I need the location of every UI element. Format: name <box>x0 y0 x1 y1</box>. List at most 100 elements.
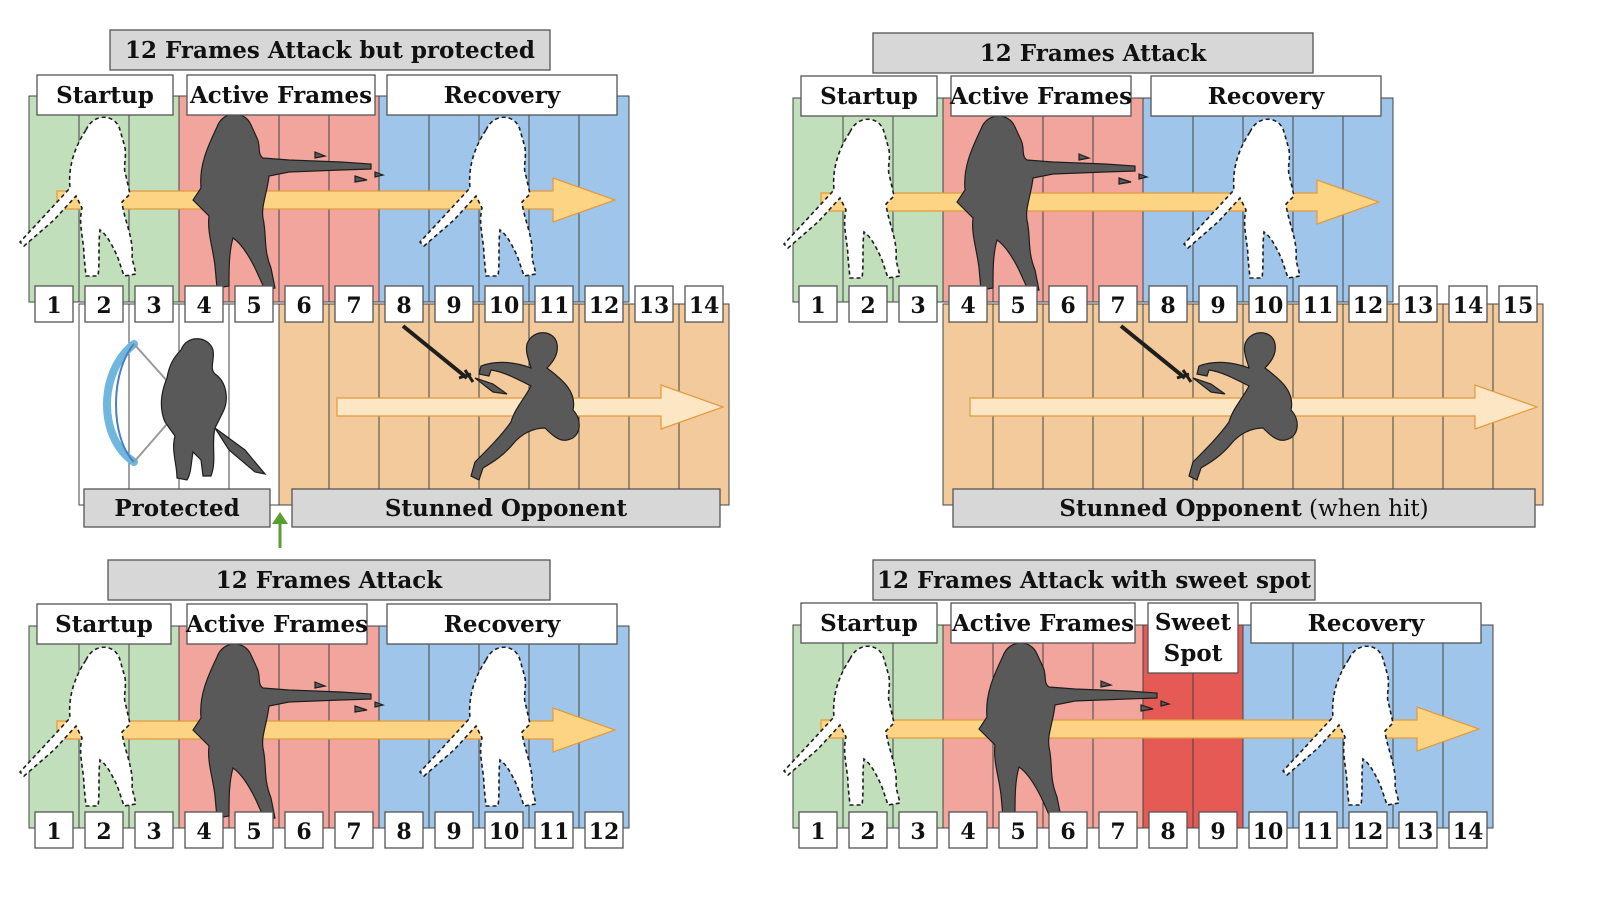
frame-number-box <box>84 811 124 849</box>
frame-number: 11 <box>1303 293 1334 319</box>
phase-label-startup: Startup <box>56 82 154 109</box>
frame-number: 7 <box>1110 293 1125 319</box>
phase-label-box-startup <box>800 602 938 644</box>
frame-number: 4 <box>196 819 211 845</box>
phase-label-box-startup <box>36 603 172 645</box>
frame-number-box <box>1448 285 1488 323</box>
frame-number-box <box>1098 285 1138 323</box>
frame-number-box <box>284 811 324 849</box>
phase-label-box-sweet <box>1147 602 1239 674</box>
panel-title-box <box>872 559 1316 601</box>
frame-number-box <box>998 285 1038 323</box>
frame-number-box <box>84 285 124 323</box>
attack-arrow-icon <box>56 707 617 753</box>
frame-number-box <box>1448 811 1488 849</box>
frame-number-box <box>534 285 574 323</box>
frame-number-box <box>184 811 224 849</box>
phase-label-active: Active Frames <box>189 82 372 109</box>
phase-label-startup: Startup <box>820 610 918 637</box>
attack-arrow-icon <box>56 177 617 223</box>
frame-number-box <box>798 285 838 323</box>
frame-number-box <box>1048 285 1088 323</box>
frame-number: 5 <box>1010 293 1025 319</box>
phase-label-box-startup <box>800 75 938 117</box>
frame-number: 14 <box>689 293 720 319</box>
panel-title: 12 Frames Attack <box>980 40 1207 67</box>
frame-number-box <box>1398 285 1438 323</box>
frame-number: 10 <box>1253 819 1284 845</box>
phase-label-active: Active Frames <box>949 83 1132 110</box>
phase-label-box-recovery <box>1250 602 1482 644</box>
frame-number: 12 <box>589 819 620 845</box>
phase-label-box-startup <box>36 74 174 116</box>
frame-number-box <box>848 285 888 323</box>
frame-number-box <box>848 811 888 849</box>
frame-number-box <box>1098 811 1138 849</box>
frame-number-box <box>798 811 838 849</box>
frame-number-box <box>484 811 524 849</box>
frame-number: 5 <box>1010 819 1025 845</box>
stunned-label-note: (when hit) <box>1302 496 1429 522</box>
stunned-label-main: Stunned Opponent <box>1059 495 1302 522</box>
frame-number: 6 <box>1060 819 1075 845</box>
frame-number-box <box>184 285 224 323</box>
frame-number-box <box>898 285 938 323</box>
frame-number: 2 <box>96 819 111 845</box>
panel-top-right: Stunned Opponent (when hit) 12 Frames Att… <box>783 32 1544 528</box>
frame-number: 15 <box>1503 293 1534 319</box>
frame-number: 3 <box>146 819 161 845</box>
frame-number: 8 <box>396 819 411 845</box>
protected-column <box>228 303 280 506</box>
frame-number: 10 <box>1253 293 1284 319</box>
frame-number: 1 <box>46 819 61 845</box>
frame-number: 2 <box>96 293 111 319</box>
panel-title-box <box>109 29 551 71</box>
frame-number: 8 <box>1160 293 1175 319</box>
sweet-label-line: Spot <box>1164 640 1223 667</box>
frame-number: 2 <box>860 819 875 845</box>
frame-number: 7 <box>346 293 361 319</box>
frame-number-box <box>1248 285 1288 323</box>
frame-number: 3 <box>910 293 925 319</box>
frame-number-box <box>1298 285 1338 323</box>
frame-number-box <box>1198 285 1238 323</box>
frame-number: 6 <box>296 819 311 845</box>
phase-label-recovery: Recovery <box>1308 610 1425 637</box>
frame-number-box <box>34 285 74 323</box>
frame-number-box <box>434 285 474 323</box>
frame-number-box <box>1348 285 1388 323</box>
frame-number-box <box>134 811 174 849</box>
frame-number: 4 <box>196 293 211 319</box>
frame-number: 6 <box>296 293 311 319</box>
frame-number-box <box>948 285 988 323</box>
frame-number: 7 <box>346 819 361 845</box>
frame-number: 8 <box>396 293 411 319</box>
shield-icon <box>103 340 138 466</box>
stunned-label: Stunned Opponent <box>385 495 628 522</box>
frame-number-box <box>134 285 174 323</box>
sweet-label-line: Sweet <box>1155 609 1232 636</box>
frame-number-box <box>234 811 274 849</box>
phase-label-recovery: Recovery <box>444 82 561 109</box>
frame-number-box <box>584 285 624 323</box>
frame-number: 10 <box>489 819 520 845</box>
phase-label-box-recovery <box>386 74 618 116</box>
frame-number-box <box>634 285 674 323</box>
panel-title: 12 Frames Attack <box>216 567 443 594</box>
frame-number: 1 <box>46 293 61 319</box>
phase-label-box-active <box>186 603 368 645</box>
phase-label-active: Active Frames <box>185 611 368 638</box>
opponent-timeline: Protected Stunned Opponent <box>78 303 730 548</box>
frame-number: 13 <box>1403 293 1434 319</box>
frame-number: 10 <box>489 293 520 319</box>
frame-number-box <box>434 811 474 849</box>
frame-number: 9 <box>1210 293 1225 319</box>
protected-label: Protected <box>114 495 239 522</box>
frame-number-box <box>1248 811 1288 849</box>
frame-number: 9 <box>446 819 461 845</box>
frame-number: 11 <box>539 293 570 319</box>
frame-number-box <box>998 811 1038 849</box>
